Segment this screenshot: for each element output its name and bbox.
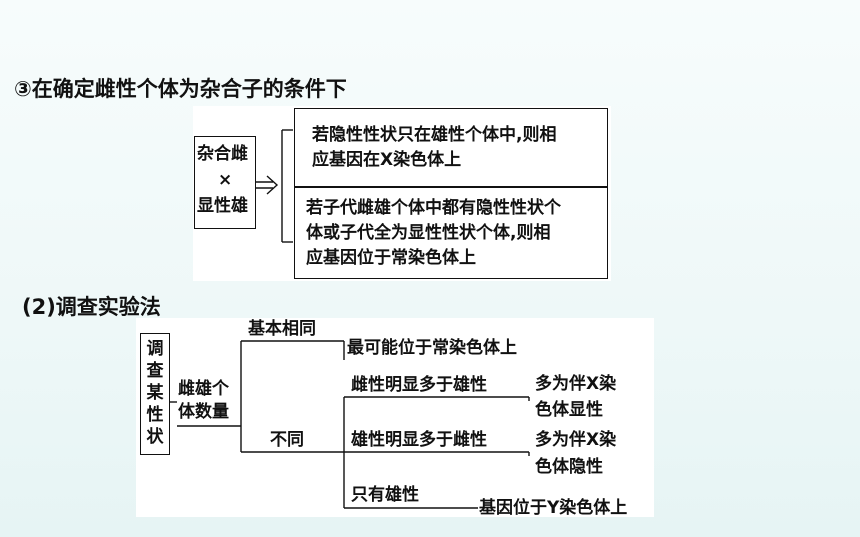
outcomes-box <box>294 108 608 279</box>
branch-3-result: 基因位于Y染色体上 <box>479 498 628 518</box>
outcome-2-line-3: 应基因位于常染色体上 <box>306 248 476 268</box>
cross-times-symbol: × <box>218 170 233 190</box>
cross-diagram-connectors <box>255 129 293 243</box>
trait-char-4: 性 <box>146 405 164 425</box>
branch-1-label: 雌性明显多于雄性 <box>351 375 487 395</box>
section-3-heading: ③在确定雌性个体为杂合子的条件下 <box>14 77 347 101</box>
trait-char-3: 某 <box>146 383 164 403</box>
cross-diagram-panel <box>193 106 611 281</box>
trait-char-2: 查 <box>146 361 164 381</box>
trait-char-5: 状 <box>146 427 164 447</box>
same-result: 最可能位于常染色体上 <box>347 338 517 358</box>
section-2-heading: (2)调查实验法 <box>22 295 161 319</box>
survey-trait-box <box>140 333 170 455</box>
outcomes-divider <box>294 186 608 188</box>
cross-male-label: 显性雄 <box>197 196 248 216</box>
outcome-2-line-2: 体或子代全为显性性状个体,则相 <box>306 223 551 243</box>
branch-1-result-line-1: 多为伴X染 <box>535 374 617 394</box>
count-label-line-2: 体数量 <box>178 402 229 422</box>
trait-char-1: 调 <box>146 339 164 359</box>
outcome-1-line-1: 若隐性性状只在雄性个体中,则相 <box>312 125 557 145</box>
survey-trait-text: 调 查 某 性 状 <box>140 338 170 448</box>
branch-2-label: 雄性明显多于雌性 <box>351 430 487 450</box>
outcome-1-line-2: 应基因在X染色体上 <box>312 150 462 170</box>
outcome-2-line-1: 若子代雌雄个体中都有隐性性状个 <box>306 198 561 218</box>
count-label-line-1: 雌雄个 <box>178 379 229 399</box>
branch-1-result-line-2: 色体显性 <box>535 400 603 420</box>
branch-2-result-line-1: 多为伴X染 <box>535 430 617 450</box>
branch-3-label: 只有雄性 <box>351 485 419 505</box>
survey-diagram-panel <box>136 318 654 517</box>
branch-2-result-line-2: 色体隐性 <box>535 457 603 477</box>
same-label: 基本相同 <box>248 319 316 339</box>
cross-female-label: 杂合雌 <box>197 144 248 164</box>
diff-label: 不同 <box>270 430 304 450</box>
cross-box <box>194 136 256 229</box>
